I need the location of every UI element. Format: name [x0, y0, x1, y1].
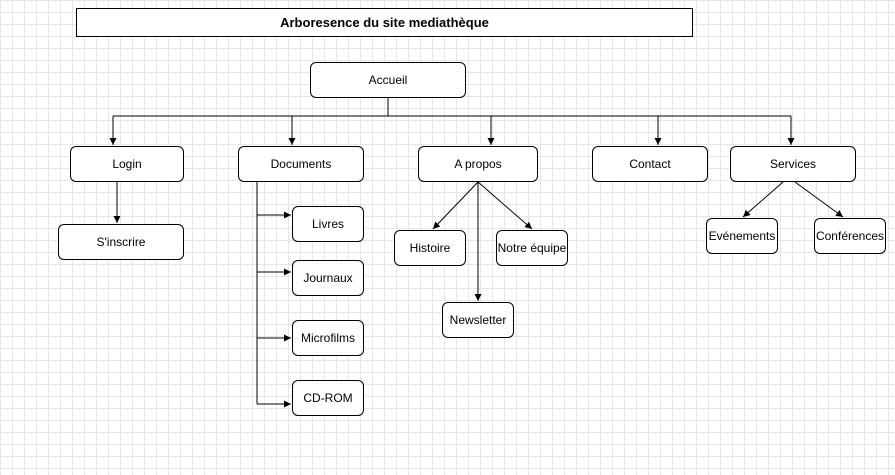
node-microfilms: Microfilms — [292, 320, 364, 356]
node-evenements: Evénements — [706, 218, 778, 254]
node-sinscrire: S'inscrire — [58, 224, 184, 260]
node-contact: Contact — [592, 146, 708, 182]
node-login: Login — [70, 146, 184, 182]
node-journaux: Journaux — [292, 260, 364, 296]
node-newsletter: Newsletter — [442, 302, 514, 338]
node-accueil: Accueil — [310, 62, 466, 98]
node-conferences: Conférences — [814, 218, 886, 254]
edge-apropos-histoire — [432, 181, 479, 230]
node-cdrom: CD-ROM — [292, 380, 364, 416]
edge-services-evenements — [742, 181, 784, 218]
node-livres: Livres — [292, 206, 364, 242]
node-documents: Documents — [238, 146, 364, 182]
diagram-title: Arboresence du site mediathèque — [76, 8, 693, 37]
node-apropos: A propos — [418, 146, 538, 182]
node-notre-equipe: Notre équipe — [496, 230, 568, 266]
edge-apropos-equipe — [477, 181, 533, 230]
node-services: Services — [730, 146, 856, 182]
node-histoire: Histoire — [394, 230, 466, 266]
edge-services-conferences — [794, 181, 844, 218]
